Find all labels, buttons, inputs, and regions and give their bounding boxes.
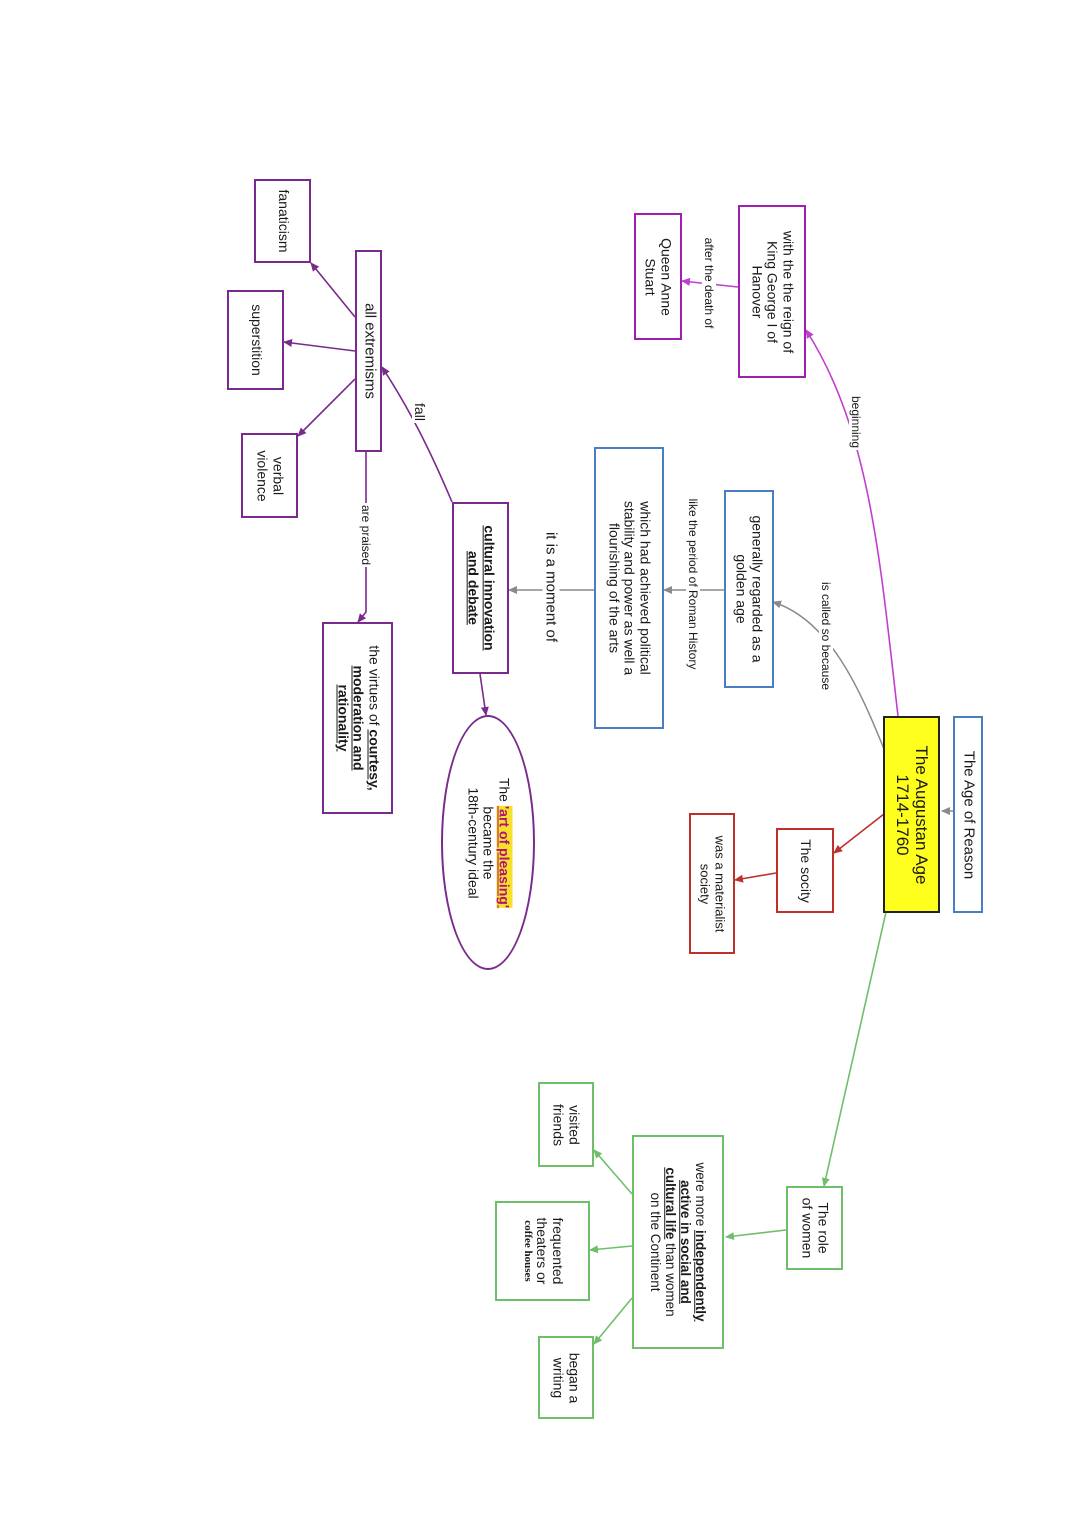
cultural-line-1: cultural innovation — [481, 525, 498, 651]
virtues-line-1a: the virtues of — [366, 645, 383, 730]
roman-line-3: flourishing of the arts — [606, 523, 623, 653]
verbal-line-1: verbal — [270, 456, 287, 495]
edge-society — [833, 813, 885, 854]
age-of-reason-text: The Age of Reason — [960, 750, 978, 879]
women-line-1b: independently — [693, 1230, 709, 1322]
king-line-1: with the the reign of — [780, 230, 797, 353]
edge-verbal-violence — [297, 378, 356, 437]
art-highlight: 'art of pleasing' — [496, 805, 513, 908]
king-line-2: King George I of — [764, 240, 781, 343]
node-began-writing: began a writing — [538, 1336, 594, 1419]
edge-called-so — [772, 600, 885, 750]
edge-art — [479, 673, 489, 716]
materialist-line-2: society — [698, 863, 713, 904]
node-augustan-age: The Augustan Age 1714-1760 — [883, 716, 940, 913]
edge-beginning — [805, 329, 899, 717]
edge-frequented — [589, 1245, 633, 1254]
fanaticism-text: fanaticism — [275, 189, 292, 253]
queen-line-1: Queen Anne — [658, 237, 675, 316]
node-cultural-innovation: cultural innovation and debate — [452, 502, 509, 674]
virtues-line-1b: courtesy, — [366, 729, 383, 791]
women-line-3b: than women — [663, 1239, 678, 1317]
edge-visited — [593, 1149, 633, 1195]
node-women-active: were more independently active in social… — [632, 1135, 724, 1349]
node-all-extremisms: all extremisms — [355, 250, 382, 452]
edge-fall — [381, 366, 453, 503]
edge-superstition — [283, 339, 356, 352]
art-pre: The — [496, 777, 513, 806]
women-line-2: active in social and — [678, 1180, 694, 1304]
visited-line-2: friends — [551, 1103, 567, 1146]
augustan-title: The Augustan Age — [911, 745, 931, 884]
augustan-years: 1714-1760 — [892, 773, 912, 856]
cultural-line-2: and debate — [465, 551, 482, 625]
node-queen-anne: Queen Anne Stuart — [634, 213, 682, 340]
node-fanaticism: fanaticism — [254, 179, 311, 263]
writing-line-1: began a — [566, 1352, 583, 1403]
node-roman-history: which had achieved political stability a… — [594, 447, 664, 729]
virtues-line-3: rationality — [334, 684, 351, 752]
virtues-line-2: moderation and — [350, 665, 367, 771]
label-beginning: beginning — [849, 393, 863, 451]
roman-line-1: which had achieved political — [637, 501, 654, 675]
art-line-2: became the — [480, 805, 497, 880]
writing-line-2: writing — [551, 1357, 567, 1398]
label-praised: are praised — [359, 502, 373, 568]
visited-line-1: visited — [566, 1104, 583, 1145]
node-age-of-reason: The Age of Reason — [953, 716, 983, 913]
node-visited-friends: visited friends — [538, 1082, 594, 1167]
label-after-death: after the death of — [702, 235, 716, 331]
node-golden-age: generally regarded as a golden age — [724, 490, 774, 688]
node-art-of-pleasing: The 'art of pleasing' became the 18th-ce… — [441, 715, 535, 970]
node-role-of-women: The role of women — [786, 1186, 843, 1270]
edge-writing — [593, 1297, 633, 1345]
node-verbal-violence: verbal violence — [241, 433, 298, 518]
society-text: The socity — [797, 838, 814, 903]
label-fall: fall — [412, 401, 428, 423]
edge-role-women — [821, 911, 887, 1187]
golden-line-1: generally regarded as a — [749, 515, 766, 663]
women-line-1a: were more — [693, 1162, 709, 1231]
king-line-3: Hanover — [749, 265, 766, 318]
role-line-1: The role — [815, 1202, 832, 1254]
edge-materialist — [734, 872, 777, 883]
golden-line-2: golden age — [734, 554, 750, 624]
edge-women-active — [725, 1229, 787, 1241]
node-virtues: the virtues of courtesy, moderation and … — [322, 622, 393, 814]
frequented-line-2: theaters or — [533, 1217, 550, 1285]
node-society: The socity — [776, 828, 834, 913]
node-superstition: superstition — [227, 290, 284, 390]
label-moment-of: it is a moment of — [542, 529, 560, 645]
edge-fanaticism — [310, 262, 356, 318]
women-line-4: on the Continent — [647, 1192, 663, 1292]
superstition-text: superstition — [248, 304, 265, 376]
label-called-so: is called so because — [819, 579, 833, 693]
verbal-line-2: violence — [254, 449, 271, 502]
women-line-3a: cultural life — [663, 1167, 678, 1240]
role-line-2: of women — [799, 1197, 816, 1259]
materialist-line-1: was a materialist — [712, 835, 728, 932]
queen-line-2: Stuart — [643, 257, 659, 296]
art-line-3: 18th-century ideal — [465, 786, 482, 899]
roman-line-2: stability and power as well a — [621, 500, 638, 676]
extremisms-text: all extremisms — [360, 303, 378, 399]
label-like-roman: like the period of Roman History — [686, 496, 700, 672]
frequented-line-3: coffee houses — [520, 1220, 533, 1282]
node-materialist: was a materialist society — [689, 813, 735, 954]
node-king-george: with the the reign of King George I of H… — [738, 205, 806, 378]
node-frequented: frequented theaters or coffee houses — [495, 1201, 590, 1301]
frequented-line-1: frequented — [549, 1217, 566, 1285]
